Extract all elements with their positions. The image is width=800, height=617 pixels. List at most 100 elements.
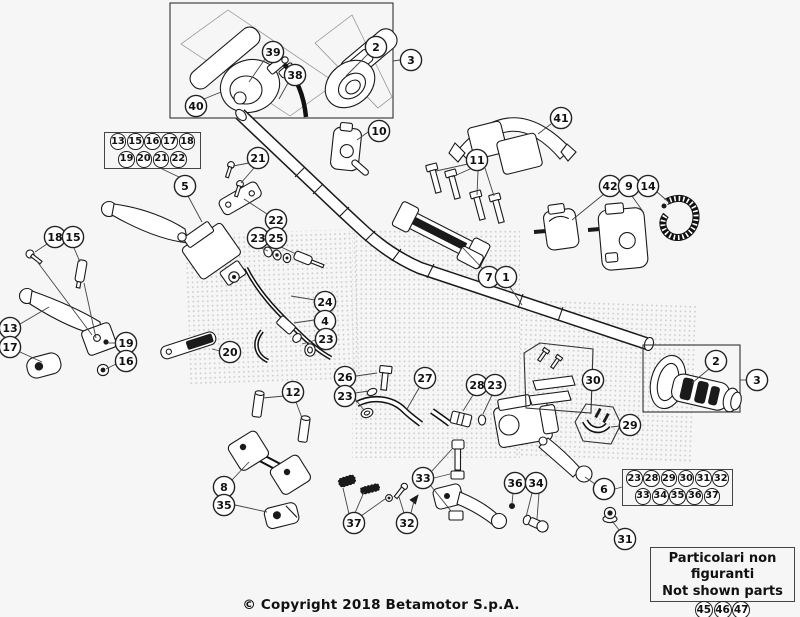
banjo-washer (477, 414, 487, 426)
small-parts (393, 482, 419, 505)
leader-line (293, 319, 315, 324)
svg-text:17: 17 (2, 341, 17, 354)
callout-42: 42 (598, 174, 622, 198)
svg-text:2: 2 (372, 41, 380, 54)
callout-22: 22 (264, 208, 288, 232)
pivot-bolt (522, 514, 549, 533)
leader-line (34, 243, 48, 253)
callout-14: 14 (636, 174, 660, 198)
leader-line (19, 351, 43, 363)
screw (233, 180, 244, 198)
crossbar-pad (448, 117, 577, 175)
balloon-33: 33 (634, 488, 652, 505)
callout-2: 2 (704, 349, 728, 373)
leader-line (342, 487, 350, 515)
leader-line (509, 286, 523, 306)
lever-ball (509, 503, 515, 509)
callout-29: 29 (618, 413, 642, 437)
leader-line (262, 395, 285, 399)
leader-line (398, 496, 405, 514)
svg-text:3: 3 (407, 54, 415, 67)
balloon-20: 20 (135, 151, 153, 168)
svg-text:21: 21 (250, 152, 265, 165)
bolt (488, 192, 505, 224)
svg-text:30: 30 (585, 374, 601, 387)
svg-text:26: 26 (337, 371, 353, 384)
callout-33: 33 (411, 466, 435, 490)
svg-text:16: 16 (118, 355, 134, 368)
balloon-29: 29 (660, 470, 678, 487)
leader-line (392, 59, 401, 62)
leader-line (234, 504, 268, 513)
balloon-23: 23 (626, 470, 643, 487)
callout-27: 27 (413, 366, 437, 390)
svg-text:33: 33 (415, 472, 430, 485)
stud (251, 390, 265, 418)
balloon-31: 31 (695, 470, 712, 487)
bar-mount (391, 201, 491, 270)
leader-line (301, 339, 317, 345)
callout-34: 34 (524, 471, 548, 495)
callout-16: 16 (114, 349, 138, 373)
grommet (602, 506, 618, 524)
callout-25: 25 (264, 226, 288, 250)
handlebar (235, 108, 655, 352)
svg-text:31: 31 (617, 533, 632, 546)
cable-adjuster (293, 250, 325, 269)
svg-text:9: 9 (625, 180, 633, 193)
leader-line (451, 168, 471, 178)
washer (366, 387, 378, 397)
callout-7: 7 (477, 265, 501, 289)
leader-line (406, 387, 420, 410)
lever-bolt (448, 439, 465, 521)
bolt (469, 189, 486, 221)
callout-3: 3 (399, 48, 423, 72)
leader-line (482, 394, 493, 415)
callout-5: 5 (173, 174, 197, 198)
leader-line (484, 167, 495, 197)
copyright-text: © Copyright 2018 Betamotor S.p.A. (242, 597, 520, 613)
leader-line (430, 485, 452, 512)
balloon-13: 13 (109, 133, 127, 150)
leader-line (105, 363, 117, 370)
leader-line (248, 58, 266, 83)
callout-36: 36 (503, 471, 527, 495)
svg-text:12: 12 (285, 386, 300, 399)
leader-line (232, 162, 250, 167)
leader-line (354, 491, 365, 514)
brake-lever-spare (432, 483, 508, 530)
leader-line (611, 520, 621, 532)
leader-line (614, 486, 623, 490)
hose-fitting (449, 410, 473, 428)
leader-line (410, 500, 415, 514)
leader-line (203, 91, 222, 100)
callout-23: 23 (314, 327, 338, 351)
leader-line (280, 246, 297, 255)
callout-2: 2 (364, 35, 388, 59)
callout-37: 37 (342, 511, 366, 535)
svg-text:39: 39 (265, 46, 280, 59)
bolt (425, 162, 442, 194)
callout-20: 20 (218, 340, 242, 364)
svg-text:6: 6 (600, 483, 608, 496)
svg-text:2: 2 (712, 355, 720, 368)
callout-10: 10 (367, 119, 391, 143)
callout-21: 21 (246, 146, 270, 170)
svg-text:23: 23 (318, 333, 333, 346)
leader-line (461, 246, 484, 270)
callout-32: 32 (395, 511, 419, 535)
leader-line (355, 372, 378, 377)
cable-washers (263, 246, 292, 264)
balloon-17: 17 (161, 133, 179, 150)
balloon-34: 34 (651, 488, 669, 505)
callout-17: 17 (0, 335, 22, 359)
leader-line (610, 425, 621, 428)
balloon-30: 30 (677, 470, 695, 487)
svg-text:32: 32 (399, 517, 414, 530)
leader-line (691, 368, 710, 384)
stud (297, 415, 311, 443)
not-shown-title-it: Particolari non figuranti (668, 551, 777, 583)
callout-12: 12 (281, 380, 305, 404)
switch-large (597, 202, 649, 271)
